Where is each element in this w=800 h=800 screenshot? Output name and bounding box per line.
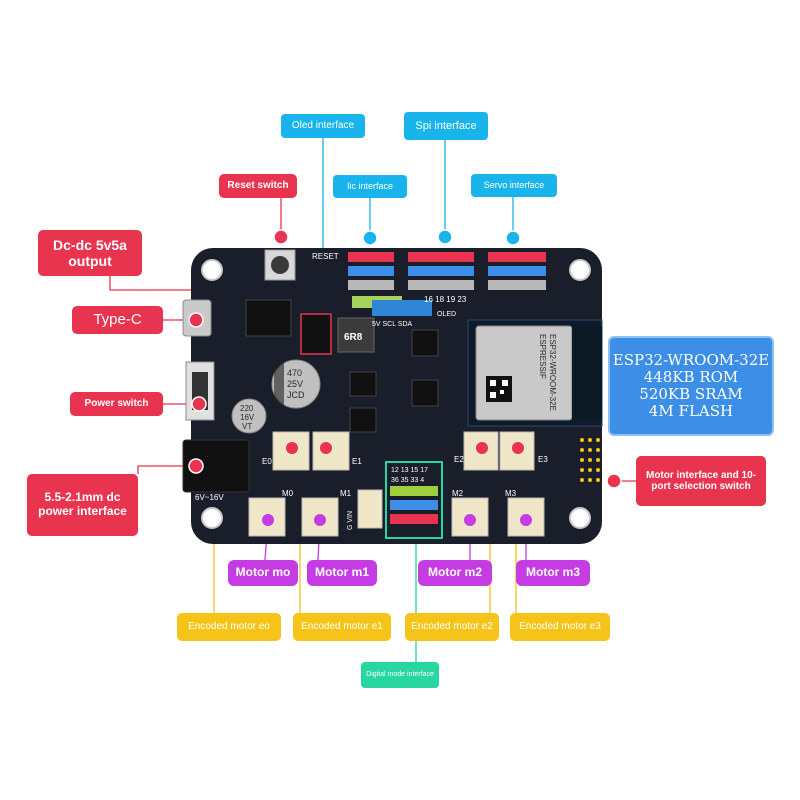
reset-button-component bbox=[264, 249, 296, 281]
vin-connector bbox=[357, 489, 383, 529]
selection-switch bbox=[580, 438, 600, 482]
esp32-spec-line-1: ESP32-WROOM-32E bbox=[612, 350, 770, 369]
pcb-e1-text: E1 bbox=[352, 457, 362, 466]
oled-interface-label: Oled interface bbox=[281, 114, 365, 138]
callout-dots-cyan bbox=[362, 229, 521, 246]
mounting-holes bbox=[201, 259, 591, 529]
reset-switch-label: Reset switch bbox=[219, 174, 297, 198]
pcb-chip-model-text: ESP32-WROOM-32E bbox=[548, 334, 557, 411]
motor-m1-label: Motor m1 bbox=[307, 560, 377, 586]
header-pins-servo bbox=[488, 252, 546, 290]
encoder-e3-label: Encoded motor e3 bbox=[510, 613, 610, 641]
pcb-inductor-text: 6R8 bbox=[344, 332, 363, 343]
pcb-gvin-text: G VIN bbox=[347, 511, 354, 530]
dcdc-output-label: Dc-dc 5v5a output bbox=[38, 230, 142, 276]
encoder-e0-label: Encoded motor eo bbox=[177, 613, 281, 641]
power-switch-label: Power switch bbox=[70, 392, 163, 416]
pcb-digital-top-text: 12 13 15 17 bbox=[391, 467, 428, 474]
capacitor-large bbox=[271, 359, 321, 409]
digital-header bbox=[385, 461, 443, 539]
iic-interface-label: Iic interface bbox=[333, 175, 407, 198]
header-pins-spi bbox=[408, 252, 474, 290]
pcb-reset-text: RESET bbox=[312, 252, 339, 261]
esp32-qr-code bbox=[486, 376, 512, 402]
encoder-connectors bbox=[272, 431, 535, 471]
motor-switch-label: Motor interface and 10-port selection sw… bbox=[636, 456, 766, 506]
pcb-cap-text-6: VT bbox=[242, 422, 252, 431]
smd-chips bbox=[245, 299, 439, 433]
pcb-cap-text-3: JCD bbox=[287, 390, 305, 400]
header-pins-iic bbox=[348, 252, 432, 316]
digital-mode-label: Digital mode interface bbox=[361, 662, 439, 688]
pcb-chip-brand-text: ESPRESSIF bbox=[538, 334, 547, 379]
pcb-cap-text-5: 16V bbox=[240, 413, 255, 422]
motor-m2-label: Motor m2 bbox=[418, 560, 492, 586]
motor-m0-label: Motor mo bbox=[228, 560, 298, 586]
motor-m3-label: Motor m3 bbox=[516, 560, 590, 586]
pcb-cap-text-4: 220 bbox=[240, 404, 254, 413]
servo-interface-label: Servo interface bbox=[471, 174, 557, 197]
esp32-module bbox=[467, 319, 603, 427]
cyan-leader-lines bbox=[322, 138, 514, 258]
esp32-spec-line-2: 448KB ROM bbox=[643, 367, 739, 386]
esp32-spec-line-3: 520KB SRAM bbox=[639, 385, 743, 403]
capacitor-small bbox=[231, 398, 267, 434]
pcb-e0-text: E0 bbox=[262, 457, 272, 466]
pcb-cap-text-1: 470 bbox=[287, 368, 302, 378]
pcb-m2-text: M2 bbox=[452, 489, 464, 498]
dc-jack-label: 5.5-2.1mm dc power interface bbox=[27, 474, 138, 536]
spi-interface-label: Spi interface bbox=[404, 112, 488, 140]
encoder-e2-label: Encoded motor e2 bbox=[405, 613, 499, 641]
pcb-m1-text: M1 bbox=[340, 489, 352, 498]
pcb-e2-text: E2 bbox=[454, 455, 464, 464]
motor-pcb-text: M0 M1 M2 M3 bbox=[282, 489, 517, 498]
pcb-pins-row-text: 16 18 19 23 bbox=[424, 295, 467, 304]
type-c-label: Type-C bbox=[72, 306, 163, 334]
pcb-oled-text: OLED bbox=[437, 311, 456, 318]
pcb-m3-text: M3 bbox=[505, 489, 517, 498]
pcb-cap-text-2: 25V bbox=[287, 379, 303, 389]
pcb-digital-bottom-text: 36 35 33 4 bbox=[391, 477, 424, 484]
pcb-e3-text: E3 bbox=[538, 455, 548, 464]
callout-dots-red bbox=[188, 229, 622, 489]
pcb-iic-pins-text: 5V SCL SDA bbox=[372, 321, 413, 328]
esp32-spec-line-4: 4M FLASH bbox=[648, 402, 734, 421]
encoder-e1-label: Encoded motor e1 bbox=[293, 613, 391, 641]
dc-jack bbox=[182, 439, 250, 493]
motor-connectors bbox=[248, 497, 545, 537]
encoder-pcb-text: E0 E1 E2 E3 bbox=[262, 455, 548, 466]
pcb-voltage-text: 6V~16V bbox=[195, 493, 224, 502]
esp32-spec-panel: ESP32-WROOM-32E 448KB ROM 520KB SRAM 4M … bbox=[608, 336, 774, 436]
pcb-m0-text: M0 bbox=[282, 489, 294, 498]
